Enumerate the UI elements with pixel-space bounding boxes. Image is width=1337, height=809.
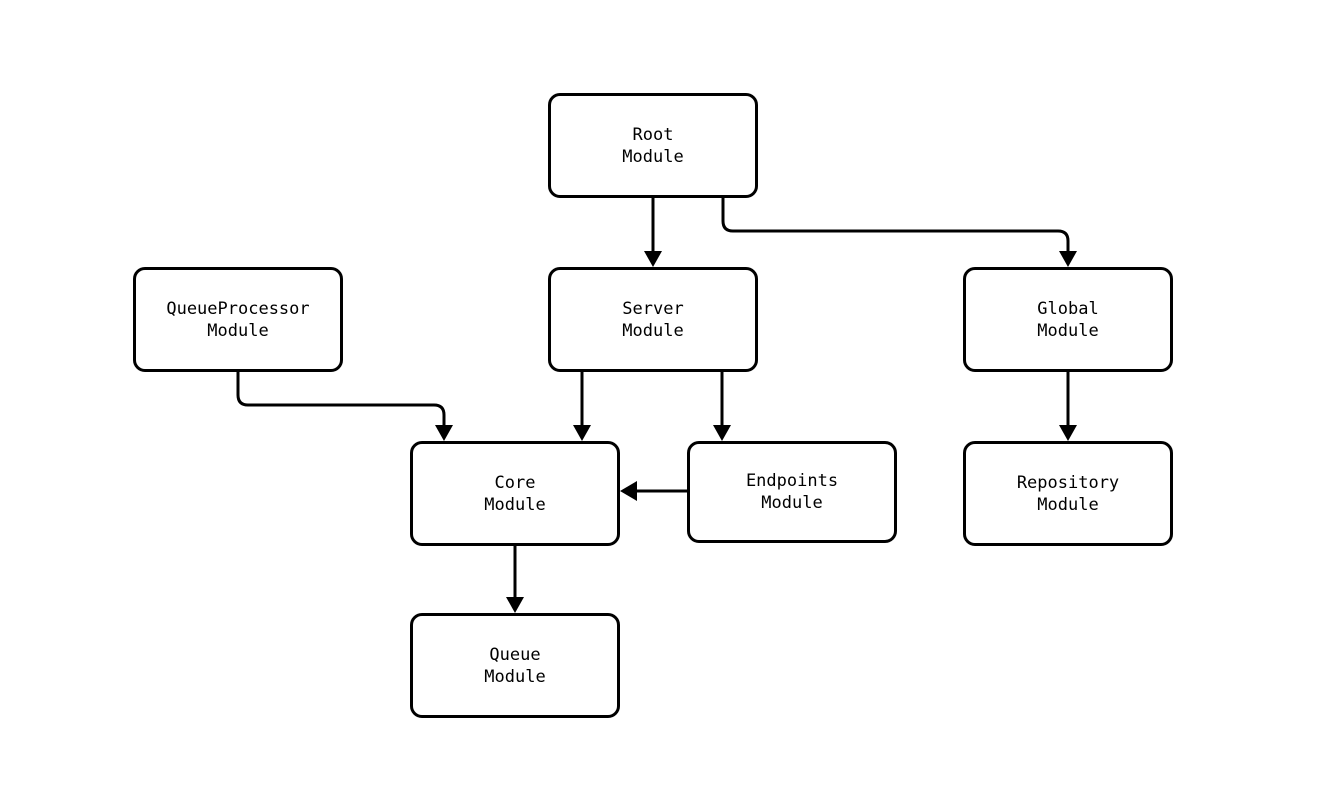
arrowhead-left-icon	[620, 481, 637, 501]
edge-line	[721, 198, 1070, 255]
node-server-label-line2: Module	[622, 320, 684, 341]
node-queue[interactable]: Queue Module	[410, 613, 620, 718]
node-core-label-line2: Module	[484, 494, 546, 515]
node-endpoints[interactable]: Endpoints Module	[687, 441, 897, 543]
node-endpoints-label-line2: Module	[761, 493, 823, 513]
node-global[interactable]: Global Module	[963, 267, 1173, 372]
node-endpoints-label-line1: Endpoints	[745, 471, 839, 491]
arrowhead-down-icon	[506, 597, 524, 613]
arrowhead-down-icon	[435, 425, 453, 441]
node-repository-label-line1: Repository	[1016, 472, 1120, 493]
node-root-label-line1: Root	[632, 124, 674, 145]
node-core[interactable]: Core Module	[410, 441, 620, 546]
edge-global-to-repository	[1059, 372, 1077, 441]
node-server[interactable]: Server Module	[548, 267, 758, 372]
edge-root-to-global	[721, 198, 1077, 267]
edge-line	[236, 372, 446, 429]
edge-server-to-endpoints	[713, 372, 731, 441]
node-queueprocessor-label-line1: QueueProcessor	[166, 298, 310, 319]
node-root-label-line2: Module	[622, 146, 684, 167]
node-queueprocessor[interactable]: QueueProcessor Module	[133, 267, 343, 372]
node-repository[interactable]: Repository Module	[963, 441, 1173, 546]
node-repository-label-line2: Module	[1037, 494, 1099, 515]
edge-root-to-server	[644, 198, 662, 267]
arrowhead-down-icon	[1059, 251, 1077, 267]
node-queue-label-line2: Module	[484, 666, 546, 687]
node-core-label-line1: Core	[494, 472, 536, 493]
edge-server-to-core	[573, 372, 591, 441]
arrowhead-down-icon	[713, 425, 731, 441]
edge-queueprocessor-to-core	[236, 372, 453, 441]
node-global-label-line2: Module	[1037, 320, 1099, 341]
arrowhead-down-icon	[573, 425, 591, 441]
node-queueprocessor-label-line2: Module	[207, 320, 269, 341]
arrowhead-down-icon	[1059, 425, 1077, 441]
arrowhead-down-icon	[644, 251, 662, 267]
edge-endpoints-to-core	[620, 481, 687, 501]
node-server-label-line1: Server	[622, 298, 684, 319]
edge-core-to-queue	[506, 546, 524, 613]
node-root[interactable]: Root Module	[548, 93, 758, 198]
node-global-label-line1: Global	[1037, 298, 1099, 319]
node-queue-label-line1: Queue	[489, 644, 541, 665]
